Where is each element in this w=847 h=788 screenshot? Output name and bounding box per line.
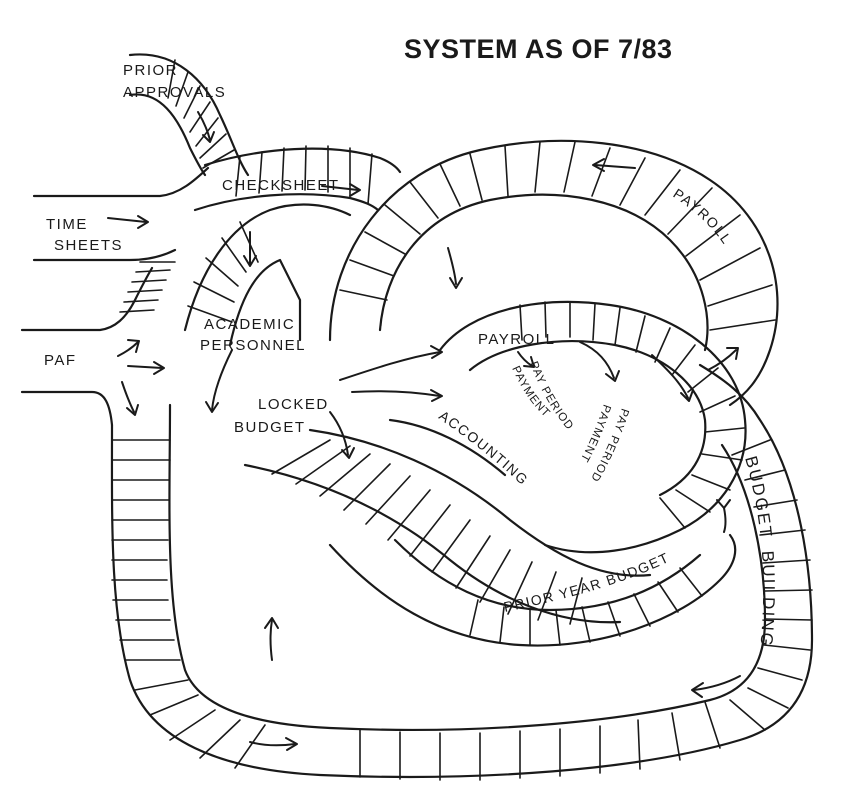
- hatching-inner-payroll: [519, 301, 745, 529]
- hatching-academic-personnel: [187, 221, 259, 323]
- label-locked: LOCKED: [258, 396, 329, 413]
- pipe-paf: [20, 266, 154, 427]
- arrow-paf-2: [127, 361, 165, 375]
- label-approvals: APPROVALS: [123, 84, 226, 101]
- arrow-checksheet: [321, 183, 361, 197]
- label-sheets: SHEETS: [54, 237, 123, 254]
- arrow-to-accounting: [329, 411, 355, 459]
- arrow-to-budget-building-1: [651, 354, 694, 402]
- arrow-payroll-loop-top: [592, 158, 636, 172]
- hatching-accounting: [271, 439, 583, 625]
- hatching-payroll-loop: [339, 141, 776, 331]
- hatching-bottom: [359, 701, 721, 781]
- arrow-payroll-right: [579, 341, 620, 382]
- pipe-checksheet: [193, 147, 402, 212]
- label-academic: ACADEMIC: [204, 316, 295, 333]
- hatching-checksheet: [235, 145, 373, 205]
- pipe-prior-year-budget: [328, 533, 737, 647]
- arrow-outer-loop-bottom: [249, 737, 298, 751]
- arrow-budget-building-down: [716, 499, 731, 533]
- label-budget-building-2: BUILDING: [756, 550, 778, 648]
- arrow-locked-budget-2: [351, 389, 443, 402]
- label-accounting: ACCOUNTING: [436, 407, 532, 488]
- hatching-prior-year-budget: [469, 567, 703, 646]
- arrow-to-budget-building-2: [707, 347, 739, 371]
- label-prior-year-budget: PRIOR YEAR BUDGET: [502, 549, 672, 615]
- arrow-paf-1: [117, 339, 140, 357]
- pipe-outer-left-loop: [110, 363, 814, 779]
- pipe-inner-payroll-loop: [438, 300, 747, 554]
- arrow-time-sheets: [107, 215, 149, 229]
- label-prior: PRIOR: [123, 62, 178, 79]
- arrow-outer-loop-up: [264, 617, 279, 661]
- diagram-title: SYSTEM AS OF 7/83: [404, 34, 673, 64]
- pipe-accounting: [243, 418, 652, 624]
- hatching-time-sheets-paf: [119, 261, 176, 313]
- label-personnel: PERSONNEL: [200, 337, 306, 354]
- arrow-academic-down: [243, 231, 257, 267]
- arrow-payroll-mid: [517, 351, 535, 368]
- arrow-prior-approvals: [197, 111, 215, 143]
- arrow-locked-budget-1: [339, 345, 443, 381]
- label-time: TIME: [46, 216, 88, 233]
- label-paf: PAF: [44, 352, 77, 369]
- arrow-paf-3: [121, 381, 139, 416]
- pipe-payroll-top-loop: [328, 139, 779, 407]
- pipe-time-sheets: [32, 166, 210, 262]
- label-budget: BUDGET: [234, 419, 306, 436]
- arrow-personnel-to-budget: [205, 349, 233, 413]
- flow-arrows: [107, 111, 741, 751]
- label-payroll-top-loop: PAYROLL: [670, 185, 735, 247]
- label-checksheet: CHECKSHEET: [222, 177, 340, 194]
- hatching-outer-left: [111, 439, 266, 769]
- arrow-budget-building-bottom: [691, 675, 741, 698]
- hatching-budget-building: [729, 439, 813, 731]
- label-payroll-mid: PAYROLL: [478, 331, 555, 348]
- arrow-payroll-loop-inner: [447, 247, 463, 289]
